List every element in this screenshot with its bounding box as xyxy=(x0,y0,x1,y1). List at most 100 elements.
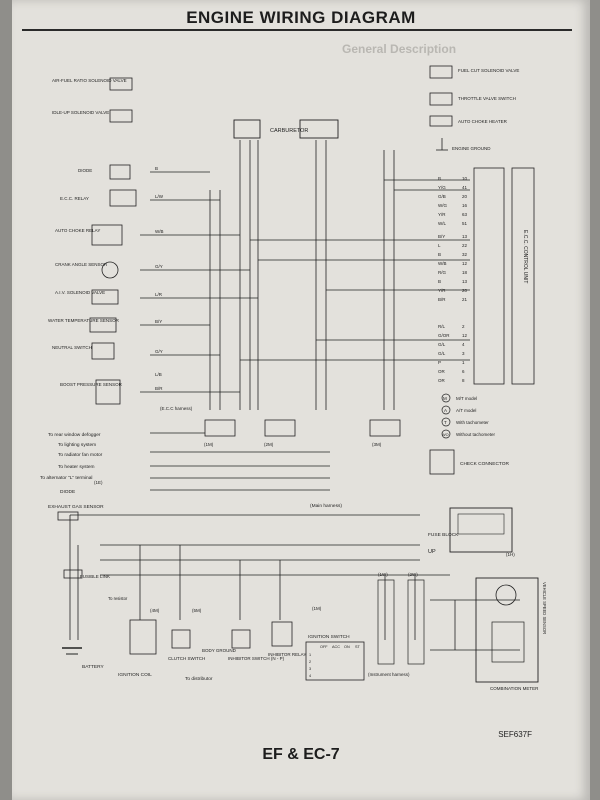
combination-meter-label: COMBINATION METER xyxy=(490,686,539,691)
ecu-pin-color: G/L xyxy=(438,342,446,347)
fuse-block-label: FUSE BLOCK xyxy=(428,532,459,538)
check-connector: CHECK CONNECTOR xyxy=(429,449,509,475)
ecu-pin-color: Y/R xyxy=(438,212,446,217)
up-arrow-label: UP xyxy=(428,549,436,555)
main-harness-label: (Main harness) xyxy=(310,503,342,509)
instrument-section: (Instrument harness) VEHICLE SPEED SENSO… xyxy=(368,577,547,691)
ecu-pin-color: W/L xyxy=(438,221,446,226)
neutral-switch-label: NEUTRAL SWITCH xyxy=(52,345,92,350)
connector-id: (1W) xyxy=(378,572,388,577)
ecu-pin-number: 6 xyxy=(462,369,465,374)
ignition-row: 2 xyxy=(309,660,311,664)
connector-id: (3M) xyxy=(372,442,382,447)
check-connector-label: CHECK CONNECTOR xyxy=(460,461,509,467)
ecu-pin-number: 22 xyxy=(462,243,468,248)
body-ground-label: BODY GROUND xyxy=(202,648,237,653)
idle-up-valve-label: IDLE-UP SOLENOID VALVE xyxy=(52,110,109,115)
engine-ground-label: ENGINE GROUND xyxy=(452,146,491,151)
to-resistor-label: To resistor xyxy=(108,596,128,601)
exhaust-gas-sensor-label: EXHAUST GAS SENSOR xyxy=(48,504,104,510)
legend-label: With tachometer xyxy=(456,420,489,425)
connector-id: (2W) xyxy=(408,572,418,577)
instrument-harness-label: (Instrument harness) xyxy=(368,672,410,677)
left-wire-label: L/W xyxy=(155,194,164,199)
left-wire-label: B/Y xyxy=(155,319,162,324)
ecu-pin-color: B/R xyxy=(438,297,446,302)
fusible-link: FUSIBLE LINK xyxy=(63,569,110,579)
page-title: ENGINE WIRING DIAGRAM xyxy=(186,8,416,27)
idle-up-valve: IDLE-UP SOLENOID VALVE xyxy=(52,109,133,123)
ecc-harness-label: (E.C.C harness) xyxy=(160,406,193,411)
to-rear-window-defogger: To rear window defogger xyxy=(48,432,101,438)
ecu-pin-number: 16 xyxy=(462,203,468,208)
ecu-pin-color: B xyxy=(438,176,441,181)
air-fuel-ratio-valve: AIR-FUEL RATIO SOLENOID VALVE xyxy=(52,77,133,91)
ecu-pin-color: G/L xyxy=(438,351,446,356)
legend-label: Without tachometer xyxy=(456,432,496,437)
ecu-pin-number: 20 xyxy=(462,194,468,199)
ignition-coil-label: IGNITION COIL xyxy=(118,672,152,678)
left-wire-label: G/Y xyxy=(155,349,163,354)
to-alternator: To alternator "L" terminal xyxy=(40,475,92,481)
connector-ids: (1M) (2M) (3M) (4M) (5M) (1W) (2W) (1E) … xyxy=(94,442,515,613)
legend-symbol: M xyxy=(443,396,447,401)
ecu-pin-color: R/G xyxy=(438,270,447,275)
to-lighting-system: To lighting system xyxy=(58,442,96,448)
left-wire-label: L/B xyxy=(155,372,162,377)
ignition-row: 4 xyxy=(309,674,311,678)
clutch-switch-label: CLUTCH SWITCH xyxy=(168,656,205,661)
left-wire-label: B/R xyxy=(155,386,163,391)
ecu-pin-color: OR xyxy=(438,378,446,383)
manual-page: ENGINE WIRING DIAGRAM General Descriptio… xyxy=(12,0,590,800)
ecu-pin-number: 20 xyxy=(462,288,468,293)
bleed-through-heading: General Description xyxy=(342,42,457,56)
left-wire-label: W/B xyxy=(155,229,164,234)
ecu-pin-color: B/Y xyxy=(438,234,445,239)
ecu-pin-number: 18 xyxy=(462,270,468,275)
ecu-pin-color: B xyxy=(438,279,441,284)
ecu-pin-color: B xyxy=(438,252,441,257)
ecu-pin-number: 1 xyxy=(462,360,465,365)
legend: M M/T model A A/T model T With tachomete… xyxy=(441,393,496,439)
connector-id: (1E) xyxy=(94,480,103,485)
ecu-pin-color: W/G xyxy=(438,203,447,208)
page-code: EF & EC-7 xyxy=(262,746,340,763)
left-wire-label: G/Y xyxy=(155,264,163,269)
battery: BATTERY xyxy=(62,647,104,670)
ecc-control-unit-label: E.C.C. CONTROL UNIT xyxy=(522,230,528,283)
ecu-pin-number: 41 xyxy=(462,185,468,190)
ignition-row: 1 xyxy=(309,653,311,657)
boost-pressure-sensor-label: BOOST PRESSURE SENSOR xyxy=(60,382,123,387)
ecu-pin-number: 32 xyxy=(462,252,468,257)
connector-id: (2M) xyxy=(264,442,274,447)
ignition-switch: IGNITION SWITCH OFF ACC ON ST 1 2 3 4 xyxy=(305,634,365,681)
legend-label: M/T model xyxy=(456,396,477,401)
ignition-header: ST xyxy=(355,645,361,649)
ecu-pin-number: 63 xyxy=(462,212,468,217)
vehicle-speed-sensor-label: VEHICLE SPEED SENSOR xyxy=(542,582,547,634)
fuel-cut-valve-label: FUEL CUT SOLENOID VALVE xyxy=(458,68,519,73)
left-wire-label: L/R xyxy=(155,292,163,297)
fuel-cut-valve: FUEL CUT SOLENOID VALVE xyxy=(429,65,519,79)
ecu-pin-number: 13 xyxy=(462,234,468,239)
ignition-header: ON xyxy=(344,645,350,649)
ecu-pin-number: 12 xyxy=(462,333,468,338)
throttle-valve-switch-label: THROTTLE VALVE SWITCH xyxy=(458,96,516,101)
ignition-row: 3 xyxy=(309,667,311,671)
engine-ground: ENGINE GROUND xyxy=(436,138,491,151)
ecu-pin-color: Y/R xyxy=(438,288,446,293)
left-wire-labels: B L/W W/B G/Y L/R B/Y G/Y L/B B/R xyxy=(155,166,164,391)
ecu-pin-number: 2 xyxy=(462,324,465,329)
fuse-block: FUSE BLOCK UP xyxy=(428,507,513,555)
ecu-pin-color: P xyxy=(438,360,441,365)
ecu-pin-number: 13 xyxy=(462,279,468,284)
destinations: To rear window defogger To lighting syst… xyxy=(40,432,342,509)
ignition-switch-label: IGNITION SWITCH xyxy=(308,634,350,640)
ecu-pin-number: 12 xyxy=(462,261,468,266)
ecu-pin-color: G/B xyxy=(438,194,446,199)
ecu-pin-color: Y/G xyxy=(438,185,446,190)
crank-angle-sensor-label: CRANK ANGLE SENSOR xyxy=(55,262,108,267)
auto-choke-heater: AUTO CHOKE HEATER xyxy=(429,115,508,127)
ecu-pin-color: G/OR xyxy=(438,333,450,338)
connector-id: (1M) xyxy=(204,442,214,447)
